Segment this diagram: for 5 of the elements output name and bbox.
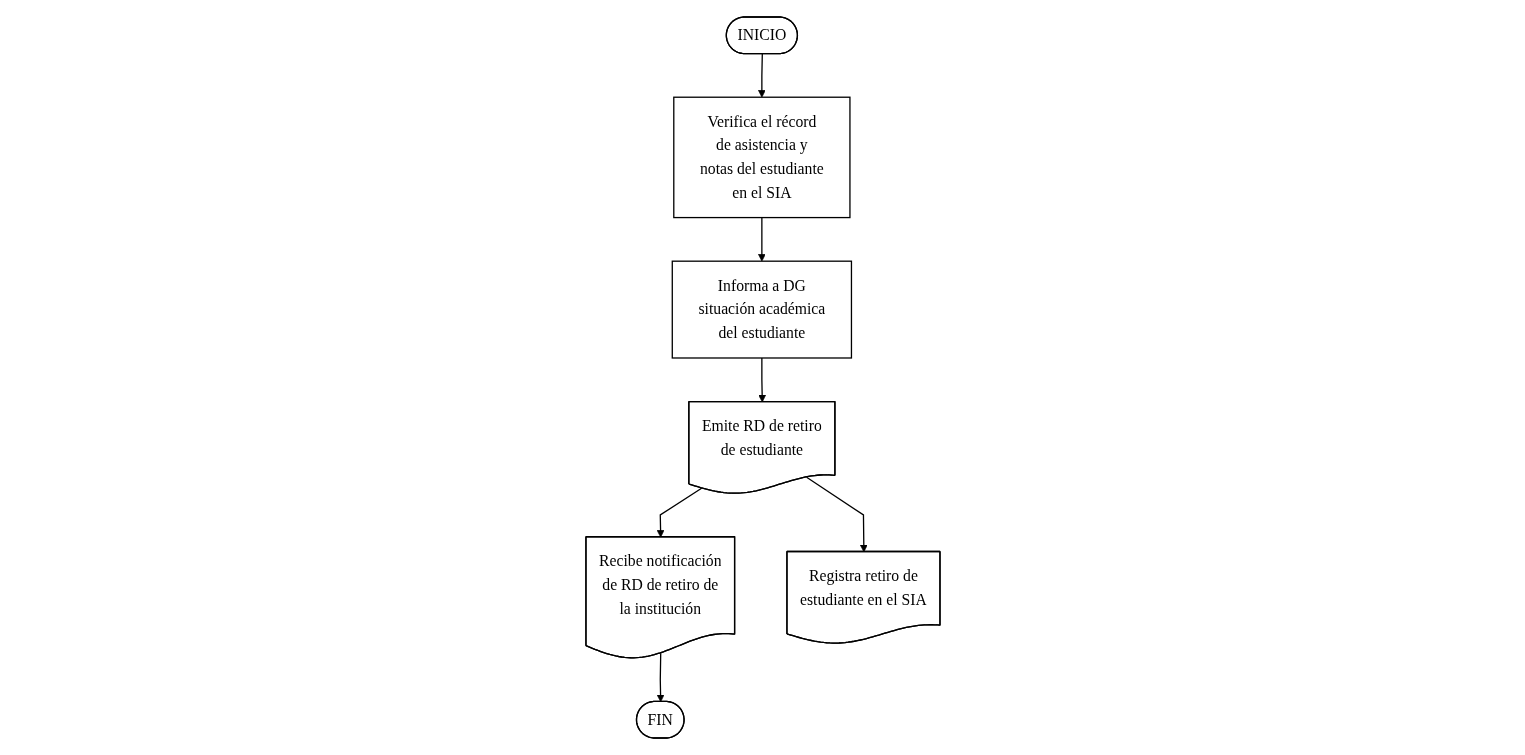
- node-box: Informa a DG situación académica del estudiante: [671, 260, 852, 359]
- arrow: [757, 53, 766, 98]
- arrow: [656, 652, 664, 703]
- arrow: [757, 216, 766, 262]
- node-box: Verifica el récord de asistencia y notas del estudiante en el SIA: [672, 96, 851, 219]
